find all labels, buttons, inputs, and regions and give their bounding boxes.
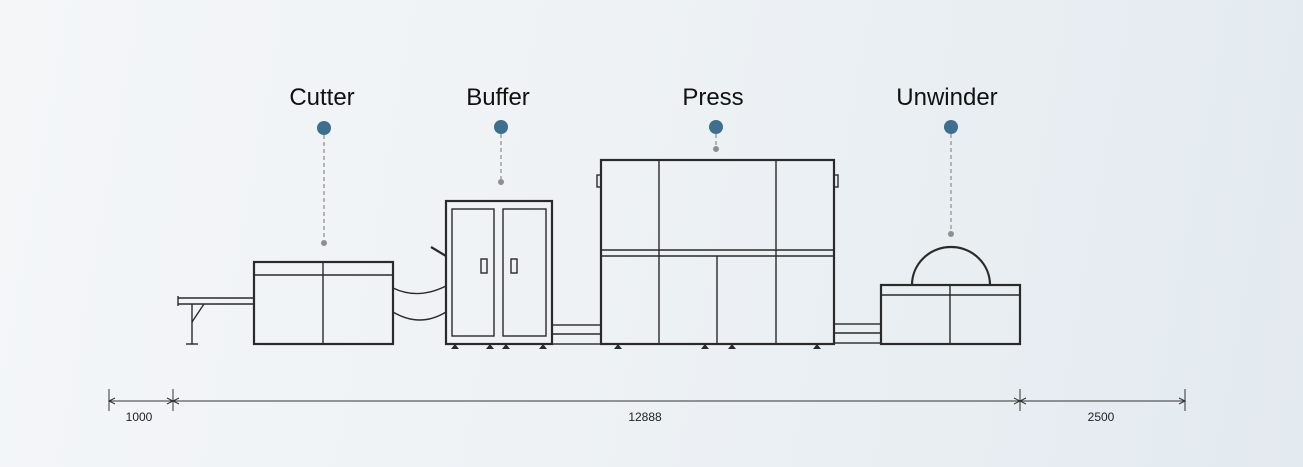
- callout-buffer: Buffer: [466, 84, 530, 185]
- dimension-1000: 1000: [126, 410, 153, 424]
- label-press: Press: [682, 84, 743, 111]
- unwinder-machine: [879, 245, 1022, 346]
- dimension-2500: 2500: [1088, 410, 1115, 424]
- label-unwinder: Unwinder: [896, 84, 997, 111]
- callout-unwinder: Unwinder: [896, 84, 998, 237]
- callout-press: Press: [682, 84, 744, 152]
- web-loop: [392, 246, 447, 321]
- marker-buffer: [494, 120, 508, 134]
- dimension-line: 1000 12888 2500: [107, 389, 1187, 424]
- connector-press-unwinder: [833, 323, 882, 344]
- marker-unwinder: [944, 120, 958, 134]
- buffer-machine: [444, 199, 554, 349]
- dimension-12888: 12888: [628, 410, 662, 424]
- marker-cutter: [317, 121, 331, 135]
- cutter-machine: [252, 260, 395, 346]
- marker-press: [709, 120, 723, 134]
- connector-buffer-press: [551, 324, 602, 345]
- callout-cutter: Cutter: [289, 84, 355, 246]
- label-buffer: Buffer: [466, 84, 530, 111]
- label-cutter: Cutter: [289, 84, 354, 111]
- press-machine: [596, 158, 839, 349]
- outfeed-table: [177, 296, 254, 345]
